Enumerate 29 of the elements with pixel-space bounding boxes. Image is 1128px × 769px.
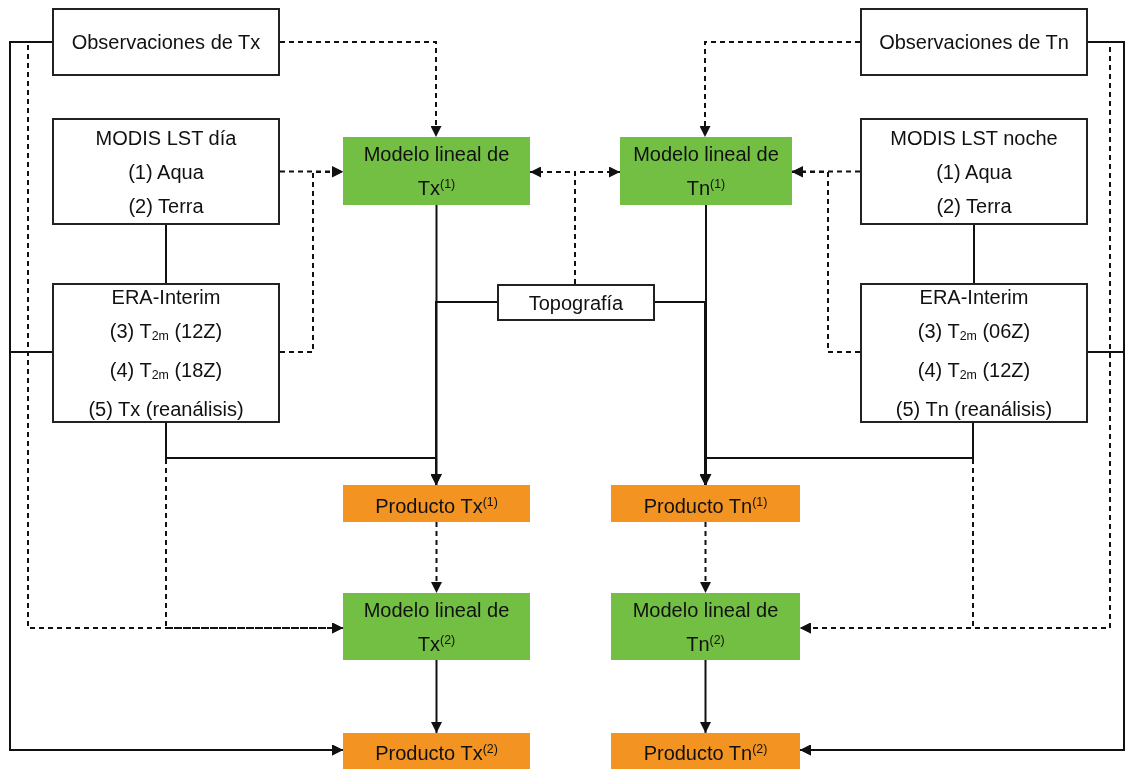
source-box: MODIS LST noche (1) Aqua (2) Terra	[860, 118, 1088, 225]
product-box: Producto Tn$^{(2)}$	[611, 733, 800, 769]
connector-line	[973, 224, 975, 284]
model-box: Modelo lineal de Tn$^{(2)}$	[611, 593, 800, 660]
source-box: ERA-Interim (3) T$_{2m}$ (06Z) (4) T$_{2m}$ (12Z) (5) Tn (reanálisis)	[860, 283, 1088, 423]
dashed-arrow	[431, 521, 442, 594]
arrow	[700, 659, 711, 734]
model-box: Modelo lineal de Tx$^{(1)}$	[343, 137, 530, 205]
source-box: ERA-Interim (3) T$_{2m}$ (12Z) (4) T$_{2m}$ (18Z) (5) Tx (reanálisis)	[52, 283, 280, 423]
dashed-arrow	[799, 422, 974, 634]
source-box: Observaciones de Tx	[52, 8, 280, 76]
product-box: Producto Tx$^{(2)}$	[343, 733, 530, 769]
connector-line	[165, 224, 167, 284]
dashed-arrow	[700, 521, 711, 594]
dashed-arrow	[699, 41, 861, 138]
dashed-arrow	[574, 166, 621, 285]
source-box: Observaciones de Tn	[860, 8, 1088, 76]
input-box: Topografía	[497, 284, 655, 321]
model-box: Modelo lineal de Tx$^{(2)}$	[343, 593, 530, 660]
model-box: Modelo lineal de Tn$^{(1)}$	[620, 137, 792, 205]
dashed-arrow	[279, 166, 344, 353]
arrow	[799, 351, 1125, 756]
arrow	[9, 351, 344, 756]
arrow	[431, 659, 442, 734]
dashed-arrow	[279, 41, 442, 138]
source-box: MODIS LST día (1) Aqua (2) Terra	[52, 118, 280, 225]
product-box: Producto Tn$^{(1)}$	[611, 485, 800, 522]
product-box: Producto Tx$^{(1)}$	[343, 485, 530, 522]
dashed-arrow	[791, 166, 861, 353]
